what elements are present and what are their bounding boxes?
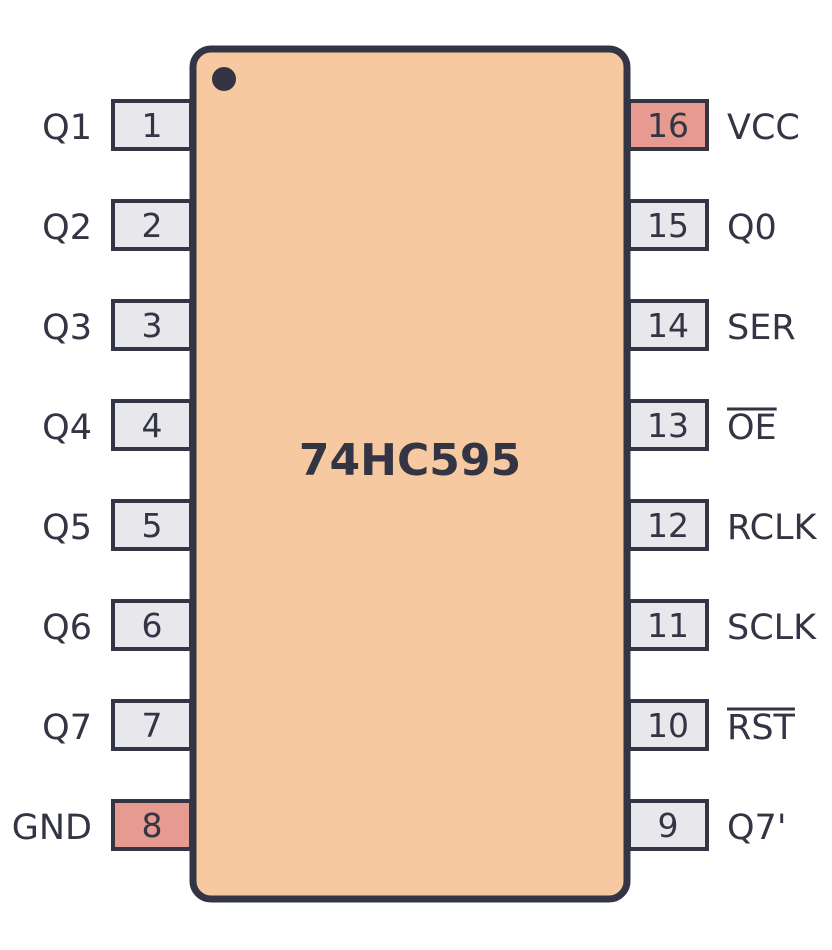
pin-label: Q0 (727, 208, 777, 248)
pin-number: 6 (142, 606, 163, 645)
pin-number: 14 (647, 306, 689, 345)
left-pin-group: 1 Q1 2 Q2 3 Q3 4 Q4 5 Q5 6 Q6 7 Q7 8 GND (12, 99, 193, 851)
pin-1: 1 Q1 (42, 99, 193, 151)
pin-box (111, 99, 193, 151)
pin-number: 7 (142, 706, 163, 745)
pin-box (627, 399, 709, 451)
pin-number: 9 (658, 806, 679, 845)
pin-label: Q5 (42, 508, 92, 548)
pin-14: 14 SER (627, 299, 796, 351)
pin-number: 11 (647, 606, 689, 645)
pin-label: RCLK (727, 508, 818, 548)
pin-10: 10 RST (627, 699, 796, 751)
pin-label: GND (12, 808, 92, 848)
chip-body (189, 45, 631, 903)
pin-number: 13 (647, 406, 689, 445)
pin-label: RST (727, 708, 796, 748)
pin-4: 4 Q4 (42, 399, 193, 451)
chip-name: 74HC595 (299, 435, 521, 486)
pin-2: 2 Q2 (42, 199, 193, 251)
pin1-indicator-dot (212, 67, 236, 91)
pin-label: Q7' (727, 808, 786, 848)
pin-number: 2 (142, 206, 163, 245)
pin-13: 13 OE (627, 399, 777, 451)
pin-3: 3 Q3 (42, 299, 193, 351)
pin-label: SCLK (727, 608, 817, 648)
pin-7: 7 Q7 (42, 699, 193, 751)
pin-box (111, 799, 193, 851)
pin-label: Q3 (42, 308, 92, 348)
pin-number: 10 (647, 706, 689, 745)
pin-number: 4 (142, 406, 163, 445)
pin-label: Q1 (42, 108, 92, 148)
pin-number: 1 (142, 106, 163, 145)
pin-9: 9 Q7' (627, 799, 786, 851)
pin-number: 12 (647, 506, 689, 545)
pin-label: VCC (727, 108, 800, 148)
pin-box (111, 499, 193, 551)
pin-label: Q7 (42, 708, 92, 748)
pin-label: Q4 (42, 408, 92, 448)
pin-box (627, 299, 709, 351)
pin-number: 8 (142, 806, 163, 845)
pin-label: SER (727, 308, 796, 348)
pin-6: 6 Q6 (42, 599, 193, 651)
right-pin-group: 16 VCC 15 Q0 14 SER 13 OE 12 RCLK 11 SCLK 10 RST 9 Q7' (627, 99, 818, 851)
pin-12: 12 RCLK (627, 499, 818, 551)
pin-15: 15 Q0 (627, 199, 777, 251)
pin-number: 15 (647, 206, 689, 245)
pin-box (111, 199, 193, 251)
pin-label: Q6 (42, 608, 92, 648)
pin-number: 16 (647, 106, 689, 145)
pin-16: 16 VCC (627, 99, 800, 151)
pin-label: Q2 (42, 208, 92, 248)
pin-number: 3 (142, 306, 163, 345)
pin-number: 5 (142, 506, 163, 545)
pin-box (111, 299, 193, 351)
pin-11: 11 SCLK (627, 599, 817, 651)
pin-label: OE (727, 408, 777, 448)
pin-5: 5 Q5 (42, 499, 193, 551)
pin-8: 8 GND (12, 799, 193, 851)
